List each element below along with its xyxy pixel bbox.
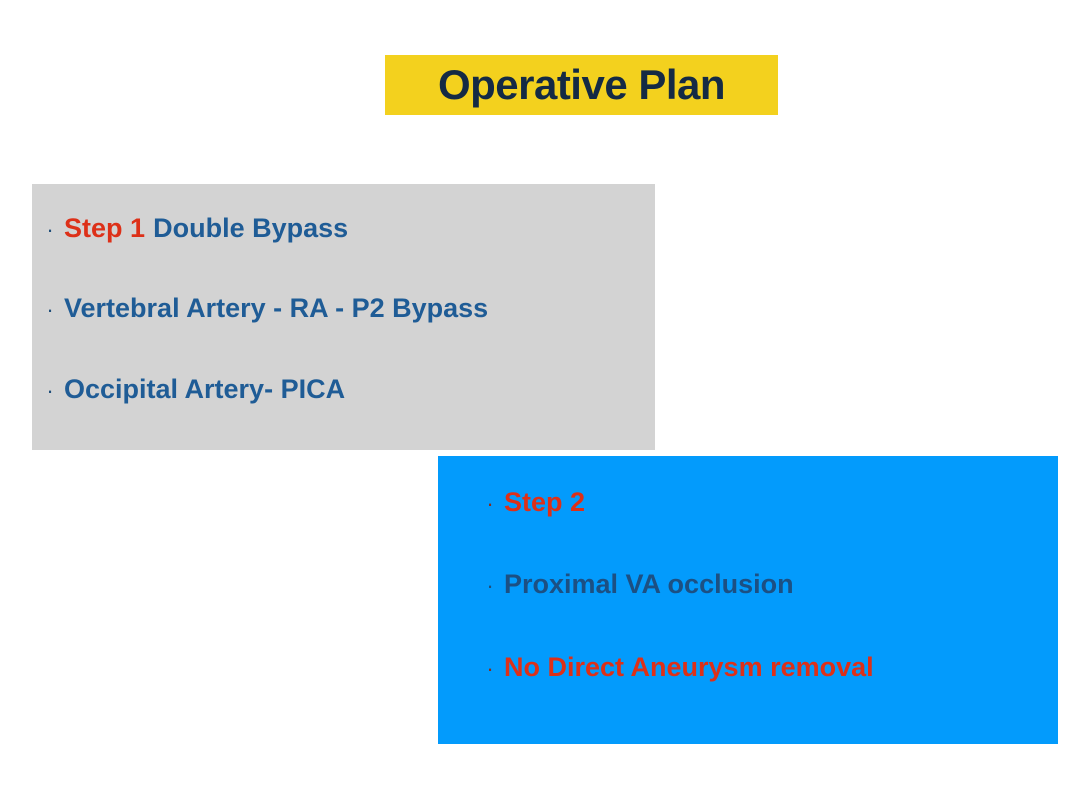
list-item-text-emphasis: No Direct Aneurysm removal <box>504 651 874 682</box>
list-item-text: Proximal VA occlusion <box>504 570 794 598</box>
list-item-text: No Direct Aneurysm removal <box>504 653 874 681</box>
list-item-text-body: Vertebral Artery - RA - P2 Bypass <box>64 293 489 324</box>
bullet-dot-icon: · <box>46 377 54 403</box>
slide-title-banner: Operative Plan <box>385 55 778 115</box>
list-item-text-emphasis: Step 2 <box>504 487 586 517</box>
list-item-text: Step 2 <box>504 488 585 516</box>
list-item-text-body: Occipital Artery- PICA <box>64 373 346 404</box>
bullet-dot-icon: · <box>486 573 494 599</box>
page-title: Operative Plan <box>437 61 726 108</box>
list-item-text: Vertebral Artery - RA - P2 Bypass <box>64 294 488 322</box>
bullet-dot-icon: · <box>486 491 494 516</box>
bullet-dot-icon: · <box>486 655 494 681</box>
step-2-panel: · Step 2 · Proximal VA occlusion · No Di… <box>438 456 1058 744</box>
list-item: · Step 2 <box>438 488 1058 516</box>
list-item-text-body: Proximal VA occlusion <box>504 569 794 600</box>
list-item: · No Direct Aneurysm removal <box>438 653 1058 681</box>
list-item-text-body: Double Bypass <box>153 213 349 243</box>
list-item-text: Occipital Artery- PICA <box>64 375 345 403</box>
list-item: · Proximal VA occlusion <box>438 570 1058 598</box>
list-item: · Occipital Artery- PICA <box>32 375 655 403</box>
list-item-text-emphasis: Step 1 <box>64 213 146 243</box>
list-item: · Vertebral Artery - RA - P2 Bypass <box>32 294 655 322</box>
bullet-dot-icon: · <box>46 297 54 323</box>
bullet-dot-icon: · <box>46 217 54 242</box>
